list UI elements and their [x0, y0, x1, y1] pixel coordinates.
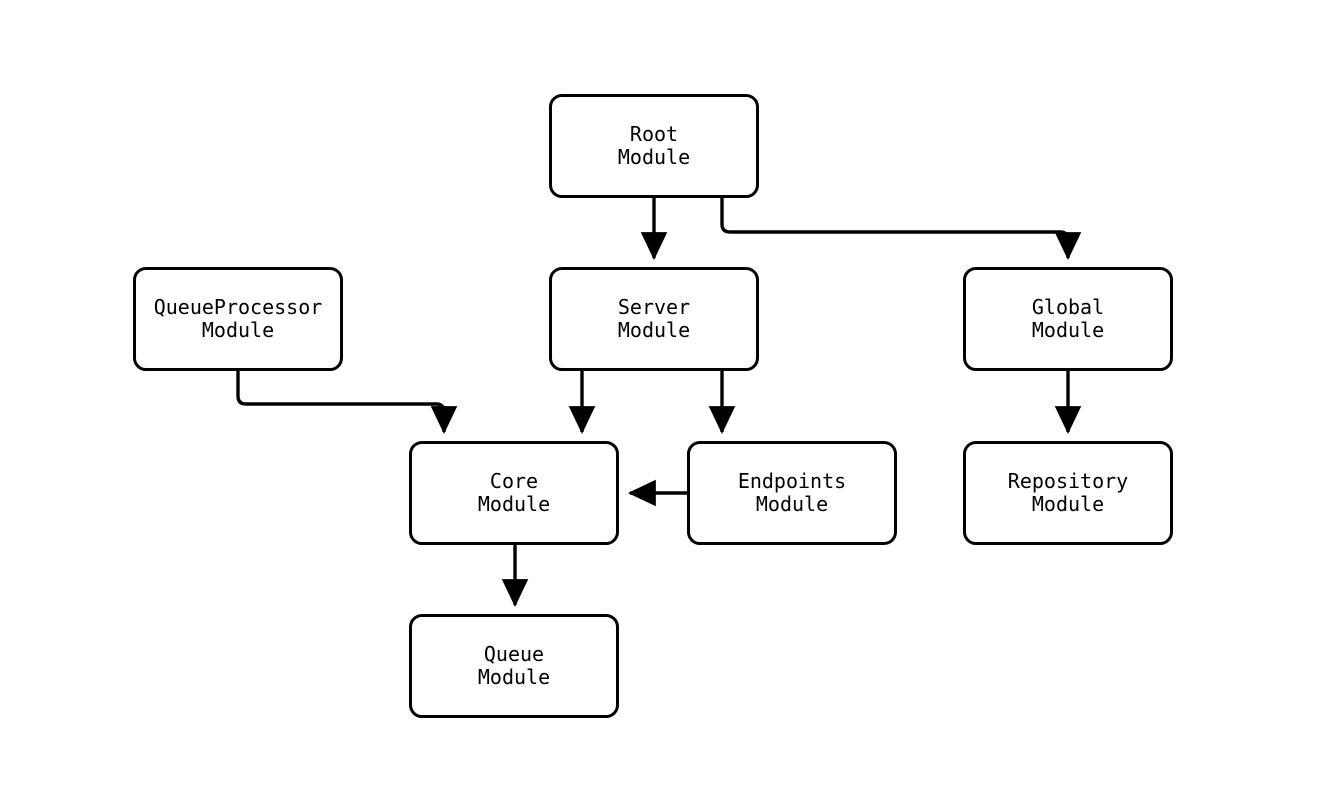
node-core-label-line2: Module: [477, 492, 551, 516]
node-repository-label-line1: Repository: [1007, 469, 1129, 493]
node-queueprocessor-label-line1: QueueProcessor: [153, 295, 323, 319]
node-server-label-line1: Server: [617, 295, 691, 319]
node-global-label-line1: Global: [1031, 295, 1105, 319]
node-queue[interactable]: Queue Module: [409, 614, 619, 718]
node-global[interactable]: Global Module: [963, 267, 1173, 371]
node-root[interactable]: Root Module: [549, 94, 759, 198]
node-queue-label-line1: Queue: [483, 642, 545, 666]
node-repository-label-line2: Module: [1031, 492, 1105, 516]
node-global-label-line2: Module: [1031, 318, 1105, 342]
node-endpoints-label-line2: Module: [755, 492, 829, 516]
node-endpoints-label-line1: Endpoints: [737, 469, 847, 493]
node-root-label-line1: Root: [629, 122, 679, 146]
node-queue-label-line2: Module: [477, 665, 551, 689]
node-queueprocessor-label-line2: Module: [201, 318, 275, 342]
node-core[interactable]: Core Module: [409, 441, 619, 545]
node-queueprocessor[interactable]: QueueProcessor Module: [133, 267, 343, 371]
node-root-label-line2: Module: [617, 145, 691, 169]
node-core-label-line1: Core: [489, 469, 539, 493]
node-repository[interactable]: Repository Module: [963, 441, 1173, 545]
node-endpoints[interactable]: Endpoints Module: [687, 441, 897, 545]
node-server[interactable]: Server Module: [549, 267, 759, 371]
edge-root-global: [720, 198, 1082, 261]
node-server-label-line2: Module: [617, 318, 691, 342]
edge-queueprocessor-core: [236, 371, 458, 435]
